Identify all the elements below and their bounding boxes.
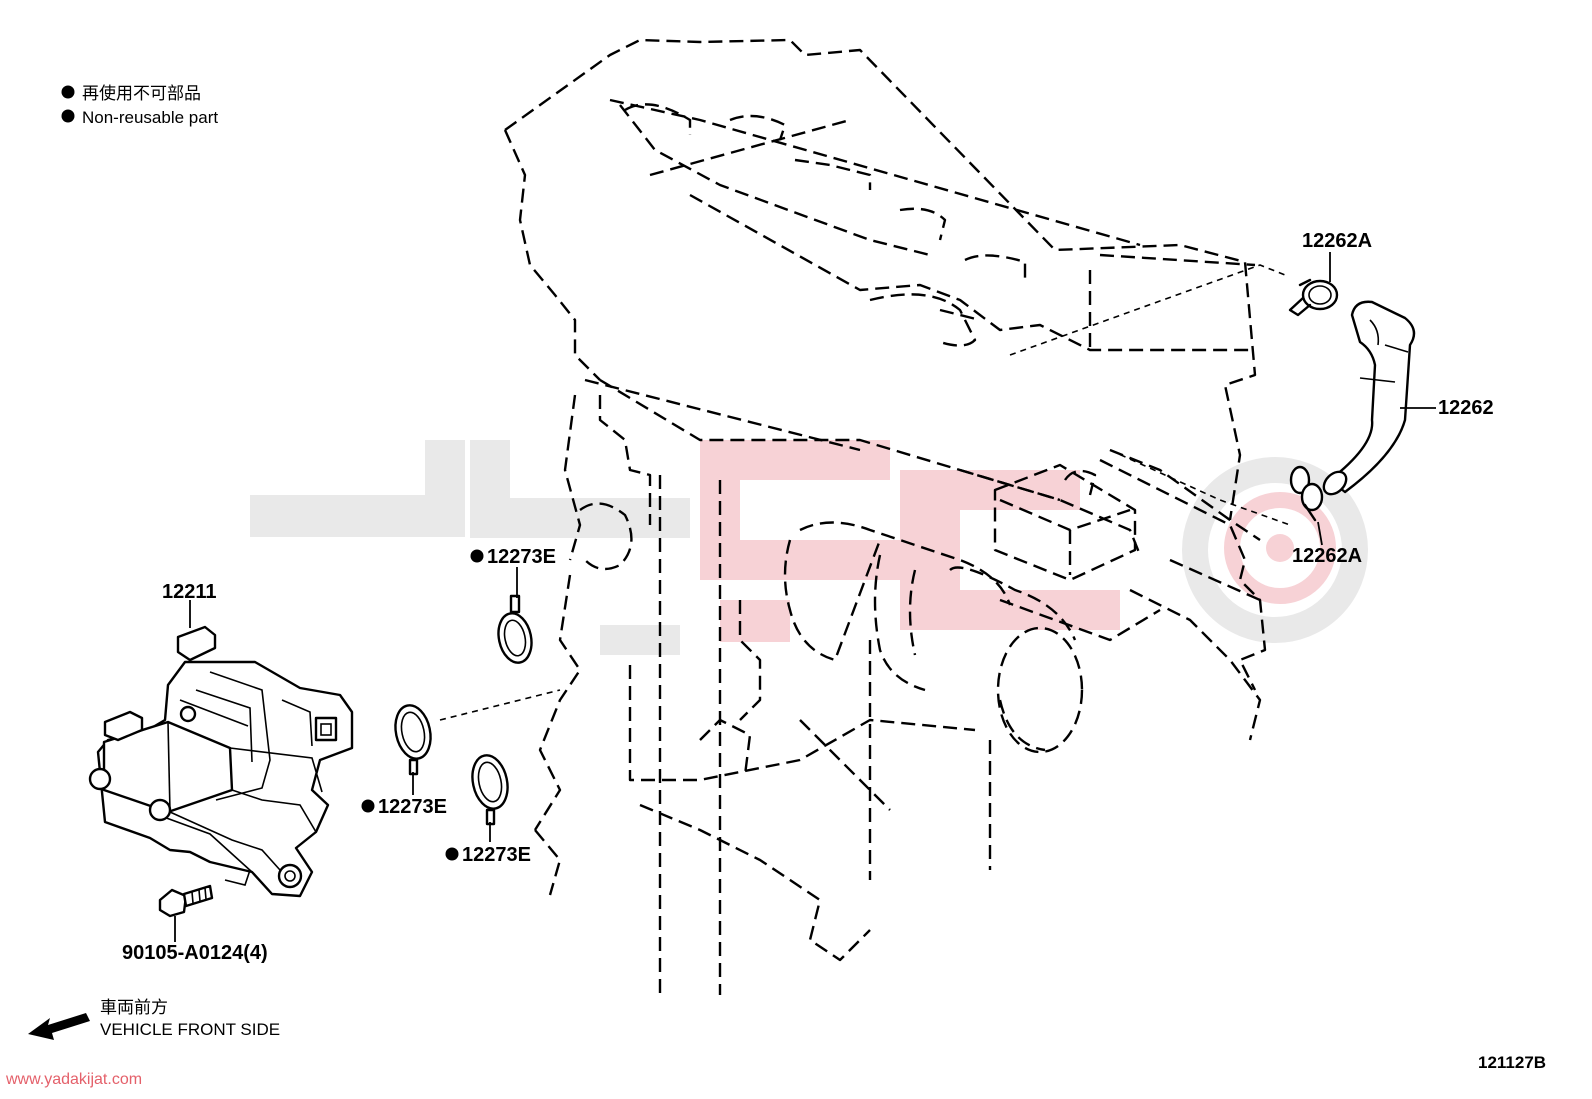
callout-12211: 12211 <box>162 581 217 603</box>
legend-english: Non-reusable part <box>82 108 218 127</box>
callout-12273E-upper: 12273E <box>487 546 556 568</box>
callout-12262A-bottom: 12262A <box>1292 545 1362 567</box>
gasket-12273E-upper <box>497 594 533 664</box>
engine-outline <box>503 38 1267 995</box>
non-reusable-marker-3 <box>445 847 459 861</box>
gasket-12273E-lower <box>471 754 509 826</box>
leader-phantoms <box>439 264 1291 721</box>
oil-separator-12211 <box>88 625 354 898</box>
front-side-english: VEHICLE FRONT SIDE <box>100 1020 280 1039</box>
legend-japanese: 再使用不可部品 <box>82 83 201 103</box>
non-reusable-marker-2 <box>361 799 375 813</box>
legend: 再使用不可部品 Non-reusable part <box>61 83 218 127</box>
non-reusable-marker-1 <box>470 549 484 563</box>
figure-code: 121127B <box>1478 1053 1546 1072</box>
front-direction-arrow-icon <box>28 1013 90 1040</box>
callout-12262: 12262 <box>1438 397 1494 419</box>
callout-90105: 90105-A0124(4) <box>122 942 268 964</box>
callout-12273E-middle: 12273E <box>378 796 447 818</box>
callout-12262A-top: 12262A <box>1302 230 1372 252</box>
leader-lines <box>174 252 1436 942</box>
breather-hose-12262 <box>1322 300 1416 496</box>
bolt-90105 <box>158 884 214 918</box>
watermark-logo <box>250 440 1368 655</box>
hose-clip-top <box>1288 278 1339 317</box>
callout-12273E-lower: 12273E <box>462 844 531 866</box>
hose-clip-bottom <box>1289 465 1324 522</box>
gasket-12273E-middle <box>394 704 432 776</box>
watermark-url: www.yadakijat.com <box>5 1071 142 1088</box>
front-side-japanese: 車両前方 <box>100 998 168 1017</box>
